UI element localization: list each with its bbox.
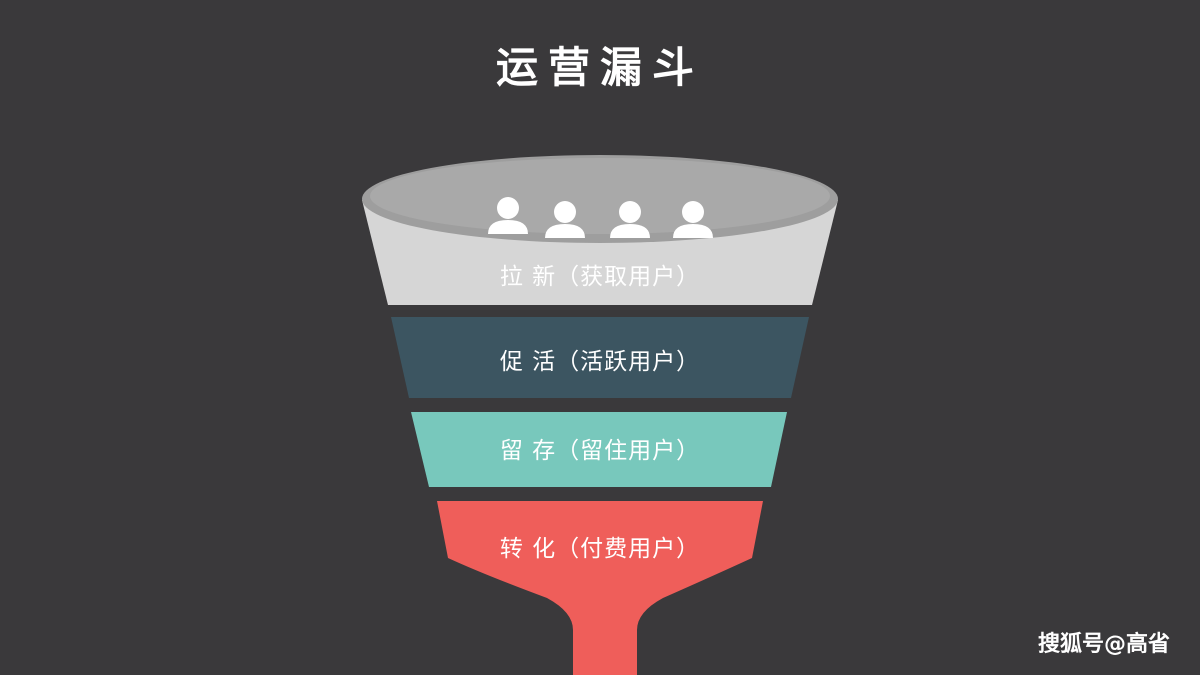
user-icon: [673, 201, 713, 238]
user-icon: [610, 201, 650, 238]
user-icon: [545, 201, 585, 238]
stage-label-conversion: 转 化（付费用户）: [499, 536, 701, 562]
stage-label-acquisition: 拉 新（获取用户）: [499, 264, 701, 290]
funnel-stage-activation: [391, 317, 809, 398]
stage-label-retention: 留 存（留住用户）: [499, 438, 701, 464]
funnel-stage-conversion: [437, 501, 763, 675]
user-icon: [488, 197, 528, 234]
funnel-stage-acquisition: [362, 155, 838, 305]
page-title: 运营漏斗: [495, 43, 704, 92]
funnel-stage-retention: [411, 412, 787, 487]
watermark: 搜狐号@高省: [1037, 632, 1170, 657]
stage-label-activation: 促 活（活跃用户）: [499, 349, 701, 375]
